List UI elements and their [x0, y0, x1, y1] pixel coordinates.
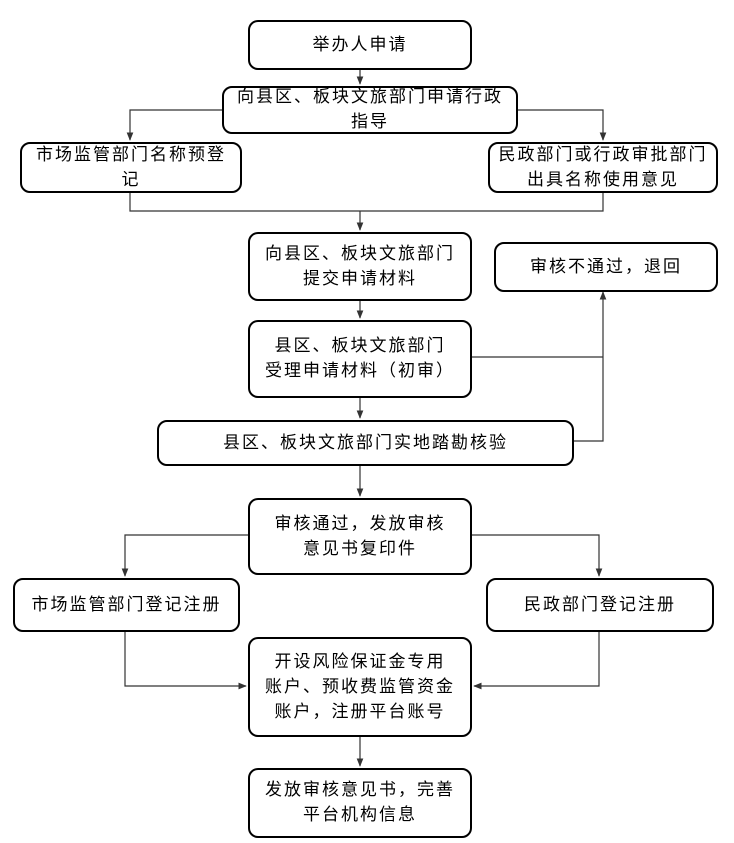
node-guidance: 向县区、板块文旅部门申请行政指导	[222, 86, 518, 134]
arrow-to-reject	[574, 291, 607, 442]
node-submit: 向县区、板块文旅部门 提交申请材料	[248, 232, 472, 301]
node-apply: 举办人申请	[248, 20, 472, 70]
node-final: 发放审核意见书，完善 平台机构信息	[248, 768, 472, 838]
node-civil-register: 民政部门登记注册	[486, 578, 714, 632]
node-accounts: 开设风险保证金专用 账户、预收费监管资金 账户，注册平台账号	[248, 637, 472, 737]
arrow-market-register-to-accounts	[124, 632, 247, 690]
node-accept: 县区、板块文旅部门 受理申请材料（初审）	[248, 320, 472, 398]
node-approve-copy: 审核通过，发放审核 意见书复印件	[248, 498, 472, 575]
arrow-guidance-to-civil-opinion	[518, 109, 607, 141]
node-market-register: 市场监管部门登记注册	[13, 578, 240, 632]
node-name-prereg: 市场监管部门名称预登记	[20, 142, 242, 193]
node-civil-opinion: 民政部门或行政审批部门 出具名称使用意见	[488, 142, 718, 193]
merge-line	[129, 193, 604, 212]
node-inspect: 县区、板块文旅部门实地踏勘核验	[157, 420, 574, 466]
arrow-guidance-to-name-prereg	[126, 109, 222, 141]
arrow-approve-to-civil-register	[472, 534, 603, 577]
arrow-approve-to-market-register	[121, 534, 248, 577]
node-reject: 审核不通过，退回	[494, 242, 718, 292]
arrow-civil-register-to-accounts	[473, 632, 600, 690]
